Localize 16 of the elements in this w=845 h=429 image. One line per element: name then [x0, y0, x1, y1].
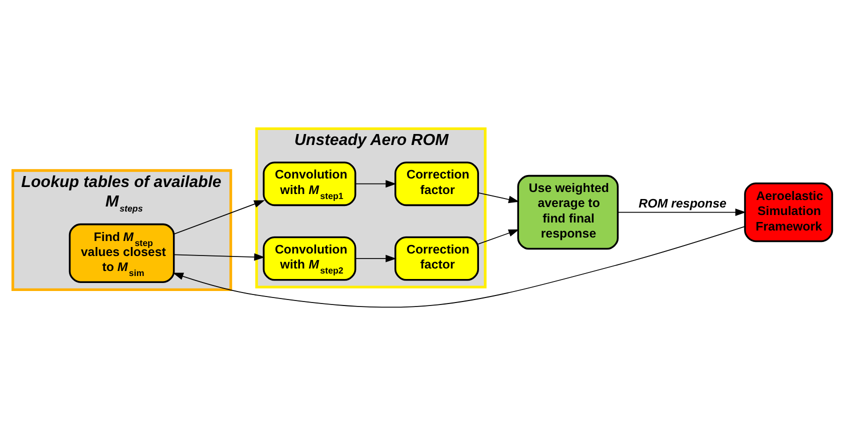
arrow	[354, 180, 396, 188]
node-box: Use weighted average to find final response	[517, 174, 619, 250]
node-box: Convolution with M$_{step1}$	[262, 162, 356, 206]
node-box: Aeroelastic Simulation Framework	[744, 182, 834, 242]
node-box: Find M$_{step}$ values closest to M$_{sim}$	[68, 223, 175, 284]
edge-label: ROM response	[638, 196, 726, 211]
arrow	[478, 229, 520, 244]
node-box: Correction factor	[394, 236, 479, 281]
arrow	[618, 208, 746, 216]
arrow	[174, 200, 265, 235]
arrow	[478, 192, 520, 204]
arrow	[172, 226, 746, 308]
arrow	[174, 253, 265, 261]
node-box: Convolution with M$_{step2}$	[262, 236, 356, 281]
node-box: Correction factor	[394, 162, 479, 206]
arrow	[354, 254, 396, 262]
